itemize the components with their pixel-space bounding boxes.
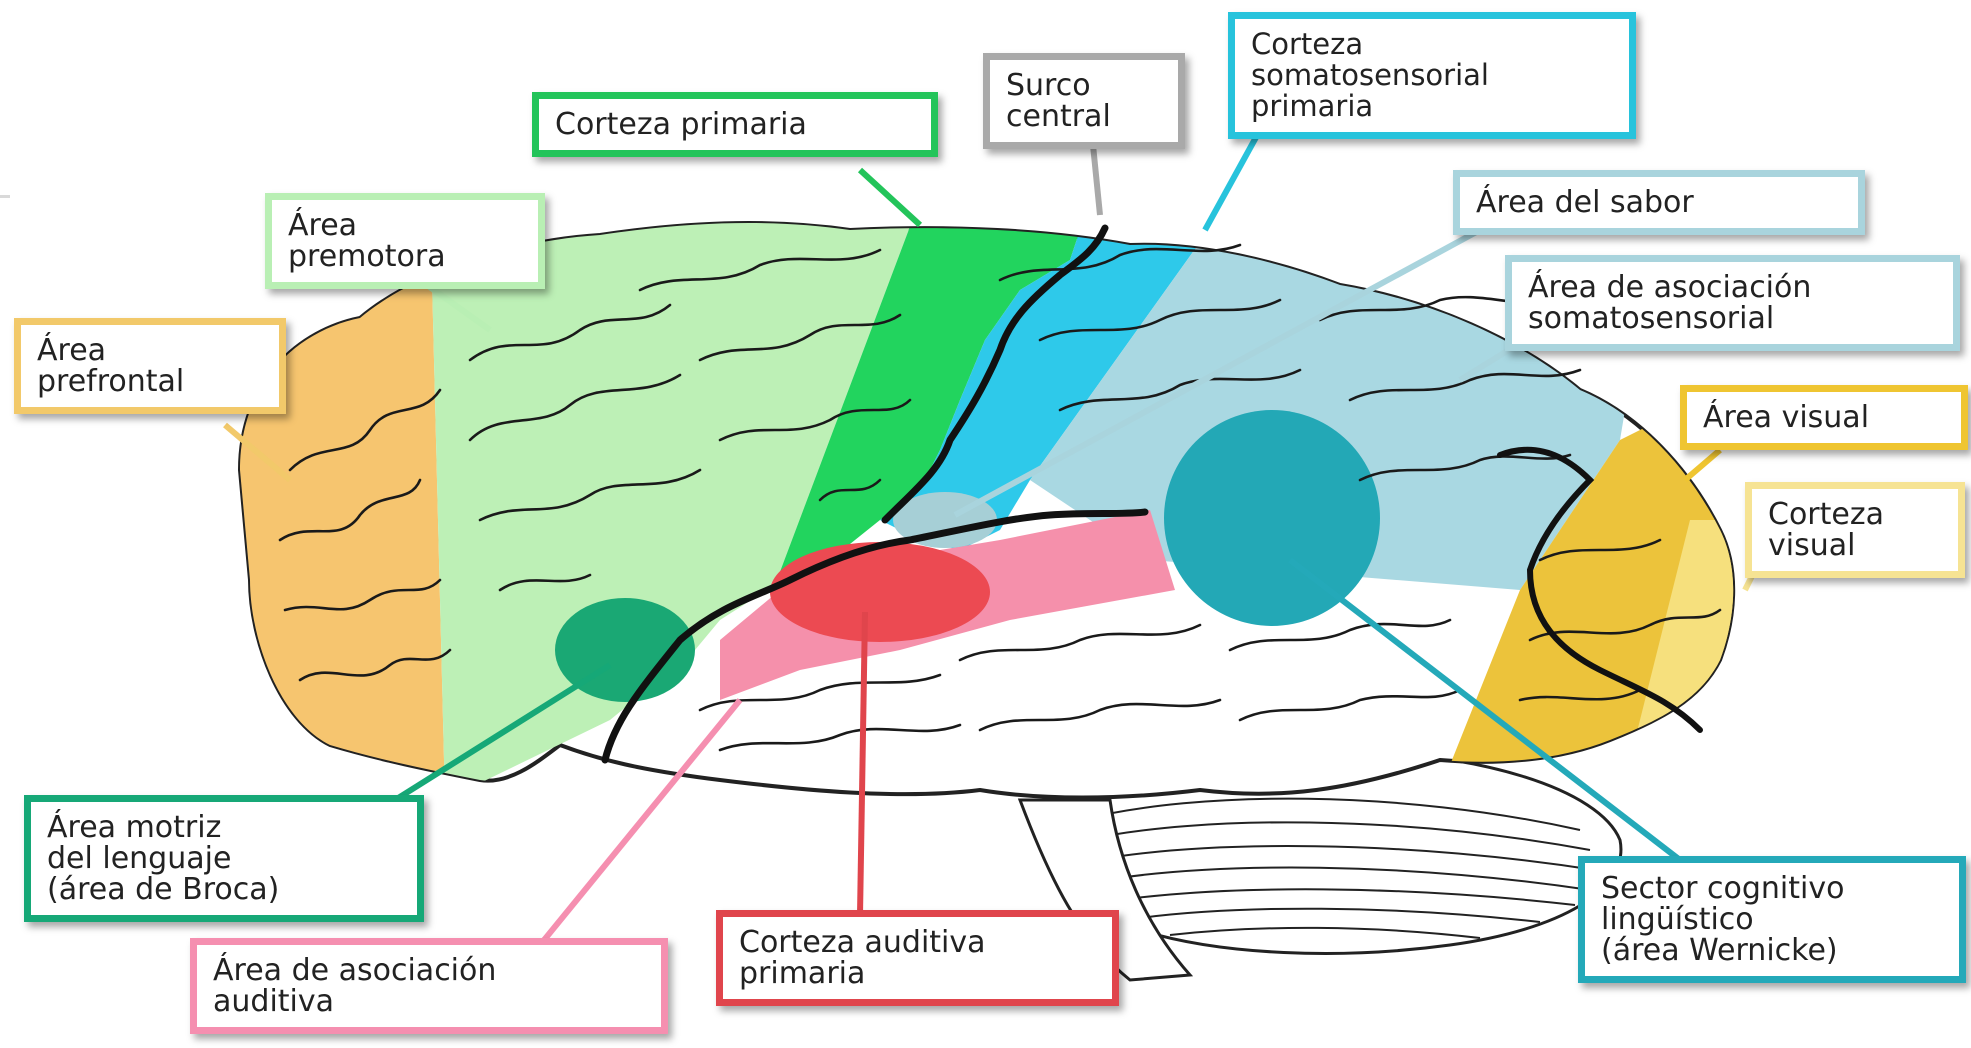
region-prefrontal [200, 200, 445, 800]
leader-somatosensorial [1205, 130, 1260, 230]
label-area-broca: Área motriz del lenguaje (área de Broca) [24, 795, 424, 922]
edge-mark [0, 195, 10, 198]
label-area-asociacion-auditiva: Área de asociación auditiva [190, 938, 668, 1034]
label-surco-central: Surco central [983, 53, 1185, 149]
label-area-visual: Área visual [1680, 385, 1968, 450]
region-wernicke [1164, 410, 1380, 626]
label-corteza-visual: Corteza visual [1745, 482, 1965, 578]
label-area-asociacion-somatosensorial: Área de asociación somatosensorial [1505, 255, 1960, 351]
label-corteza-auditiva-primaria: Corteza auditiva primaria [716, 910, 1119, 1006]
region-auditory-primary [770, 542, 990, 642]
label-corteza-primaria: Corteza primaria [532, 92, 938, 157]
label-area-del-sabor: Área del sabor [1453, 170, 1865, 235]
label-area-prefrontal: Área prefrontal [14, 318, 286, 414]
leader-visual [1685, 450, 1720, 480]
label-corteza-somatosensorial-primaria: Corteza somatosensorial primaria [1228, 12, 1636, 139]
label-sector-wernicke: Sector cognitivo lingüístico (área Werni… [1578, 856, 1966, 983]
leader-corteza-primaria [860, 170, 920, 225]
label-area-premotora: Área premotora [265, 193, 545, 289]
